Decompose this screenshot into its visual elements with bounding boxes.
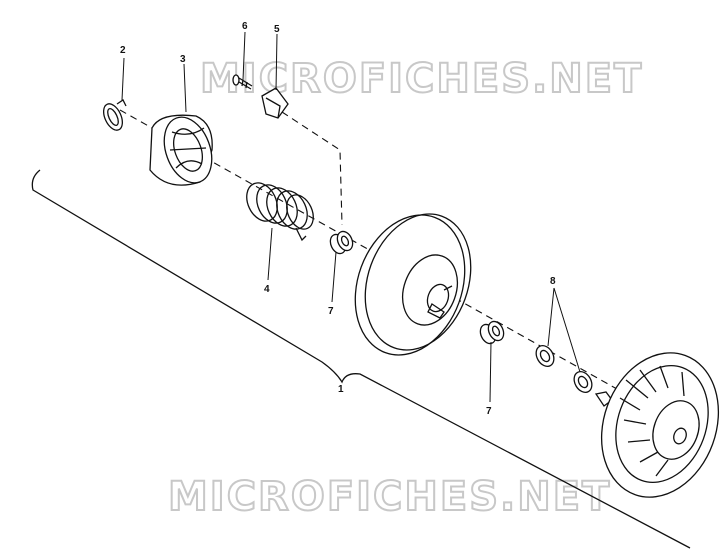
callout-5: 5 — [274, 24, 280, 35]
leader-5 — [275, 33, 278, 91]
leader-7-lower — [489, 341, 492, 403]
callout-8: 8 — [550, 276, 556, 287]
leader-3 — [183, 63, 187, 113]
callout-7-upper: 7 — [328, 306, 334, 317]
callout-6: 6 — [242, 21, 248, 32]
watermark-bottom: MICROFICHES.NET — [168, 474, 611, 520]
callout-3: 3 — [180, 54, 186, 65]
fixed-sheave — [594, 352, 720, 498]
assembly-bracket — [31, 169, 691, 549]
leader-7-upper — [331, 251, 337, 303]
bushing-upper — [329, 230, 354, 255]
movable-sheave — [354, 213, 472, 356]
callout-1: 1 — [338, 384, 344, 395]
callout-7-lower: 7 — [486, 406, 492, 417]
button — [261, 87, 289, 119]
bushing-lower — [479, 320, 505, 345]
cam — [149, 114, 213, 186]
callout-2: 2 — [120, 45, 126, 56]
leader-6 — [242, 31, 246, 81]
screw — [232, 74, 253, 90]
spring — [246, 182, 314, 242]
leader-2 — [121, 57, 125, 101]
leader-8 — [547, 287, 581, 373]
leader-4 — [267, 227, 273, 281]
callout-4: 4 — [264, 284, 270, 295]
washers — [535, 345, 593, 393]
snap-ring — [102, 99, 127, 131]
